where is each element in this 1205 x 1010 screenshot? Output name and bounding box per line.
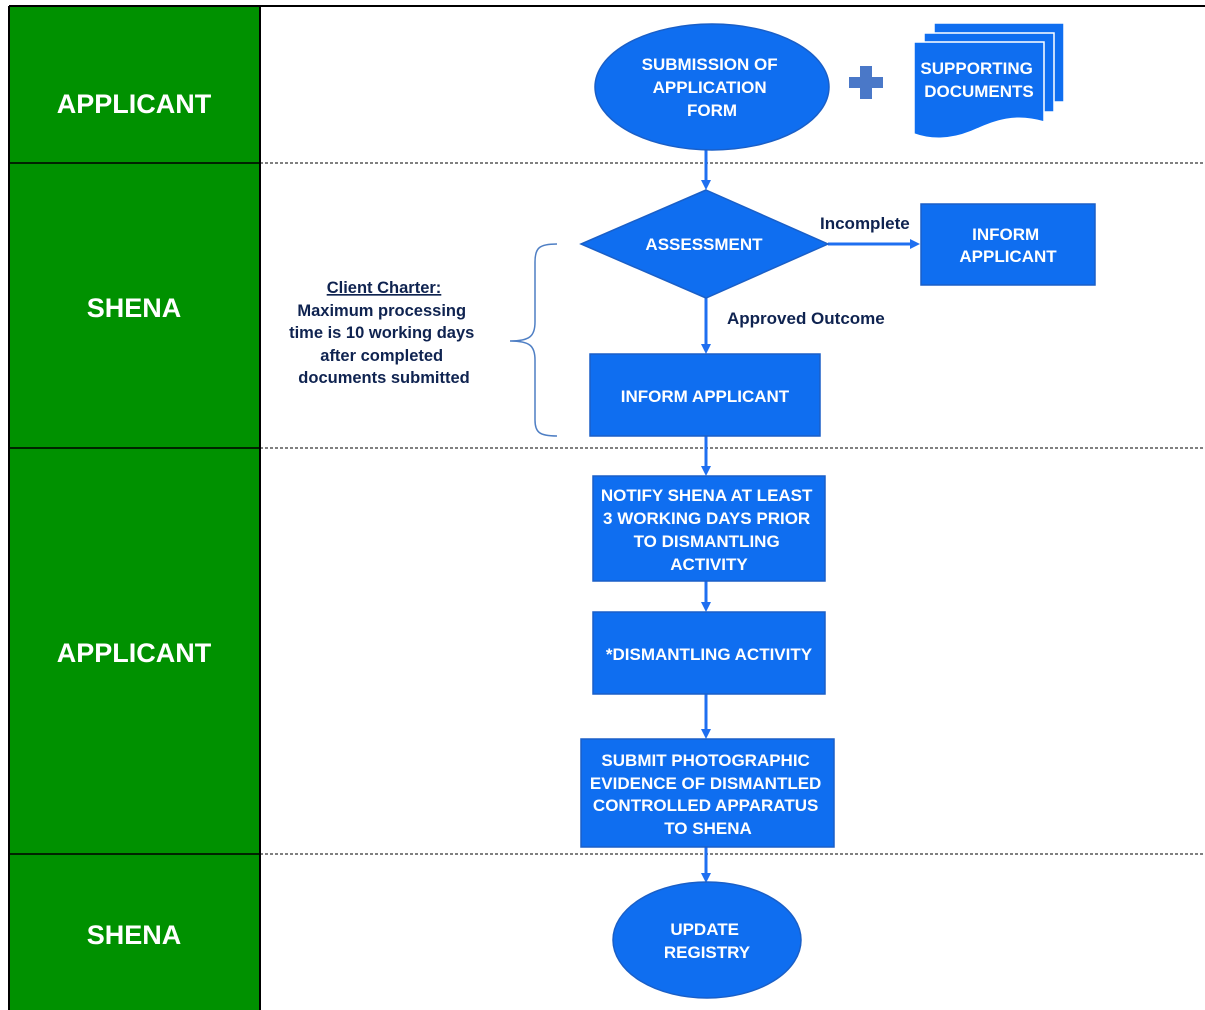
node-label-line: UPDATE [670,920,739,939]
node-label-line: TO DISMANTLING [634,532,780,551]
node-label-line: DOCUMENTS [924,82,1034,101]
rectangle-shape [592,611,826,695]
diamond-shape [579,189,830,299]
node-label: *DISMANTLING ACTIVITY [606,645,813,664]
node-label: ASSESSMENT [645,235,763,254]
ellipse-shape [612,881,802,999]
node-inform-applicant-incomplete: INFORM APPLICANT [920,203,1096,286]
note-line: time is 10 working days [289,324,474,342]
node-assessment: ASSESSMENT [579,189,830,299]
lane-borders [8,5,1205,1010]
node-submission: SUBMISSION OF APPLICATION FORM [594,23,830,151]
document-stack-icon [913,22,1065,139]
lane-applicant-2 [9,448,260,854]
lane-label-applicant-1: APPLICANT [57,89,212,119]
node-submit-evidence: SUBMIT PHOTOGRAPHIC EVIDENCE OF DISMANTL… [580,738,835,848]
lane-applicant-1 [9,7,260,163]
note-heading: Client Charter: [327,279,442,297]
note-line: Maximum processing [297,302,466,320]
ellipse-shape [594,23,830,151]
lane-label-shena-1: SHENA [87,293,182,323]
node-label-line: FORM [687,101,737,120]
lane-labels: APPLICANT SHENA APPLICANT SHENA [9,7,260,1010]
node-label-line: SUBMISSION OF [642,55,778,74]
note-line: after completed [320,347,443,365]
node-label: UPDATE REGISTRY [664,920,751,962]
node-supporting-documents: SUPPORTING DOCUMENTS [913,22,1065,139]
lane-shena-1 [9,163,260,448]
client-charter-note: Client Charter: Maximum processing time … [289,243,558,437]
rectangle-shape [592,475,826,582]
edges: Incomplete Approved Outcome [701,149,920,883]
rectangle-shape [580,738,835,848]
rectangle-shape [920,203,1096,286]
node-label-line: TO SHENA [664,819,752,838]
node-label-line: SUBMIT PHOTOGRAPHIC [601,751,809,770]
node-notify-shena: NOTIFY SHENA AT LEAST 3 WORKING DAYS PRI… [592,475,826,582]
node-label: SUBMISSION OF APPLICATION FORM [642,55,783,120]
node-dismantling-activity: *DISMANTLING ACTIVITY [592,611,826,695]
note-line: documents submitted [298,369,469,387]
node-label: NOTIFY SHENA AT LEAST 3 WORKING DAYS PRI… [601,486,817,574]
node-label-line: APPLICATION [653,78,767,97]
node-label: INFORM APPLICANT [959,225,1057,266]
edge-label-approved-outcome: Approved Outcome [727,309,885,328]
nodes: SUBMISSION OF APPLICATION FORM SUPPORTIN… [579,22,1096,999]
lane-shena-2 [9,854,260,1010]
edge-label-incomplete: Incomplete [820,214,910,233]
node-label-line: EVIDENCE OF DISMANTLED [590,774,821,793]
node-label: SUPPORTING DOCUMENTS [920,59,1037,101]
node-inform-applicant-approved: INFORM APPLICANT [589,353,821,437]
rectangle-shape [589,353,821,437]
node-label-line: ACTIVITY [670,555,748,574]
curly-brace-icon [509,243,558,437]
node-label: SUBMIT PHOTOGRAPHIC EVIDENCE OF DISMANTL… [590,751,826,838]
node-label-line: SUPPORTING [920,59,1032,78]
plus-icon [849,66,883,99]
node-label-line: NOTIFY SHENA AT LEAST [601,486,813,505]
lane-label-shena-2: SHENA [87,920,182,950]
node-update-registry: UPDATE REGISTRY [612,881,802,999]
node-label-line: REGISTRY [664,943,751,962]
node-label-line: 3 WORKING DAYS PRIOR [603,509,810,528]
node-label-line: CONTROLLED APPARATUS [593,796,818,815]
node-label-line: INFORM [972,225,1039,244]
node-label: INFORM APPLICANT [621,387,790,406]
node-label-line: APPLICANT [959,247,1057,266]
lane-label-applicant-2: APPLICANT [57,638,212,668]
note-body: Maximum processing time is 10 working da… [289,302,479,387]
